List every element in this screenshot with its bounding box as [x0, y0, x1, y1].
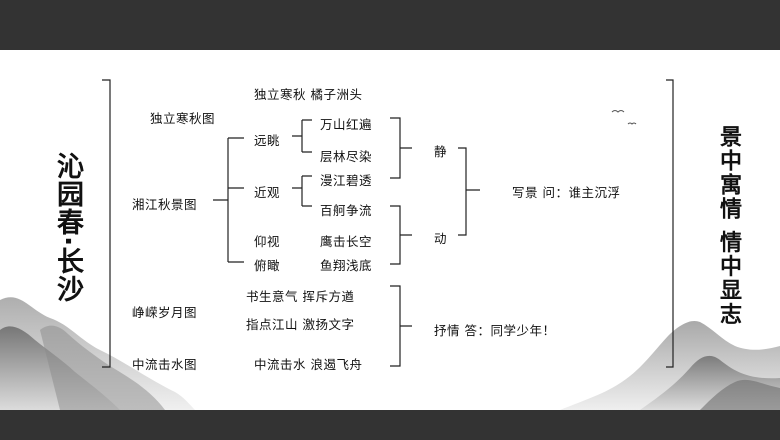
state-still: 静 [434, 144, 448, 159]
scene-label-1: 独立寒秋图 [150, 111, 216, 126]
view-far: 远眺 [254, 133, 281, 148]
phrase-4: 百舸争流 [320, 203, 373, 218]
phrase-5: 鹰击长空 [320, 234, 373, 249]
line-bottom: 中流击水 浪遏飞舟 [254, 357, 363, 372]
near-bracket [292, 175, 312, 207]
scene-question: 写景 问：谁主沉浮 [512, 185, 621, 200]
scene-label-2: 湘江秋景图 [132, 197, 198, 212]
phrase-2: 层林尽染 [320, 149, 373, 164]
view-down: 俯瞰 [254, 258, 281, 273]
view-up: 仰视 [254, 234, 281, 249]
still-bracket [390, 117, 412, 179]
right-main-bracket [666, 79, 674, 368]
view-near: 近观 [254, 185, 281, 200]
scene-label-3: 峥嵘岁月图 [132, 305, 198, 320]
lyric-answer: 抒情 答：同学少年！ [434, 323, 556, 338]
poem-title: 沁园春·长沙 [52, 152, 83, 304]
phrase-6: 鱼翔浅底 [320, 258, 373, 273]
lyric-bracket [390, 285, 412, 367]
phrase-1: 万山红遍 [320, 117, 373, 132]
scene-merge-bracket [458, 147, 480, 236]
line-youth-1: 书生意气 挥斥方遒 [246, 289, 355, 304]
theme-title: 景中寓情 情中显志 [716, 125, 741, 327]
line-top: 独立寒秋 橘子洲头 [254, 87, 363, 102]
left-main-bracket [102, 79, 111, 368]
bottom-banner [0, 410, 780, 440]
xiangjiang-connector [213, 137, 244, 263]
top-banner [0, 0, 780, 50]
move-bracket [390, 205, 412, 265]
far-bracket [292, 119, 312, 153]
phrase-3: 漫江碧透 [320, 173, 373, 188]
line-youth-2: 指点江山 激扬文字 [246, 317, 355, 332]
state-move: 动 [434, 231, 448, 246]
scene-label-4: 中流击水图 [132, 357, 198, 372]
